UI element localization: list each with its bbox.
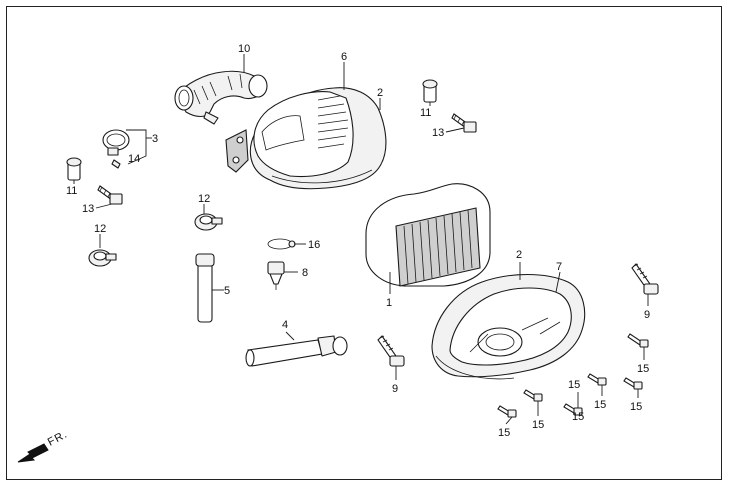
callout-7: 7 (556, 261, 562, 273)
callout-labels: 10 6 2 11 13 3 14 11 13 12 12 16 8 5 4 1… (66, 43, 650, 439)
hose-clip-part-upper (194, 213, 223, 231)
upper-air-cleaner-cover-part (225, 87, 387, 190)
callout-15-e: 15 (532, 419, 544, 431)
front-direction-marker: FR. (17, 428, 70, 463)
callout-10: 10 (238, 43, 250, 55)
screw-part-2 (587, 373, 607, 386)
screw-part-1 (627, 333, 649, 348)
callout-12-lower: 12 (94, 223, 106, 235)
callout-15-c: 15 (594, 399, 606, 411)
callout-11-left: 11 (66, 185, 77, 197)
callout-2-lower: 2 (516, 249, 522, 261)
intake-duct-part (174, 70, 268, 125)
breather-tube-part (245, 335, 348, 367)
screw-part-6 (497, 405, 517, 418)
callout-5: 5 (224, 285, 230, 297)
air-filter-element-part (365, 183, 491, 287)
callout-8: 8 (302, 267, 308, 279)
callout-11-upper: 11 (420, 107, 431, 119)
callout-2-upper: 2 (377, 87, 383, 99)
lower-air-cleaner-case-part (431, 273, 586, 380)
callout-15-b: 15 (568, 379, 580, 391)
front-direction-label: FR. (46, 428, 70, 448)
callout-15-f: 15 (572, 411, 584, 423)
callout-15-d: 15 (630, 401, 642, 413)
callout-1: 1 (386, 297, 392, 309)
hose-clip-part-lower (88, 249, 117, 267)
callout-9-lower: 9 (392, 383, 398, 395)
screw-part-4 (523, 389, 543, 402)
callout-15-g: 15 (498, 427, 510, 439)
callout-12-upper: 12 (198, 193, 210, 205)
callout-3: 3 (152, 133, 158, 145)
screw-parts (497, 333, 649, 418)
callout-14: 14 (128, 153, 140, 165)
callout-9-right: 9 (644, 309, 650, 321)
hose-plug-part-left (66, 157, 82, 181)
flange-bolt-part-left (97, 185, 123, 205)
diagram-border (6, 6, 722, 480)
check-valve-part (267, 261, 285, 290)
front-direction-arrow-icon (17, 443, 49, 463)
callout-15-a: 15 (637, 363, 649, 375)
callout-4: 4 (282, 319, 288, 331)
callout-13-left: 13 (82, 203, 94, 215)
screw-part-3 (623, 377, 643, 390)
hose-clamp-part (267, 238, 296, 250)
long-bolt-part-lower (377, 335, 405, 367)
callout-6: 6 (341, 51, 347, 63)
callout-13-upper: 13 (432, 127, 444, 139)
drain-tube-part (195, 253, 215, 323)
band-clamp-part (102, 129, 130, 169)
long-bolt-part-right (631, 263, 659, 295)
flange-bolt-part-upper (451, 113, 477, 133)
hose-plug-part-upper (422, 79, 438, 103)
leader-lines (73, 54, 649, 425)
callout-16: 16 (308, 239, 320, 251)
